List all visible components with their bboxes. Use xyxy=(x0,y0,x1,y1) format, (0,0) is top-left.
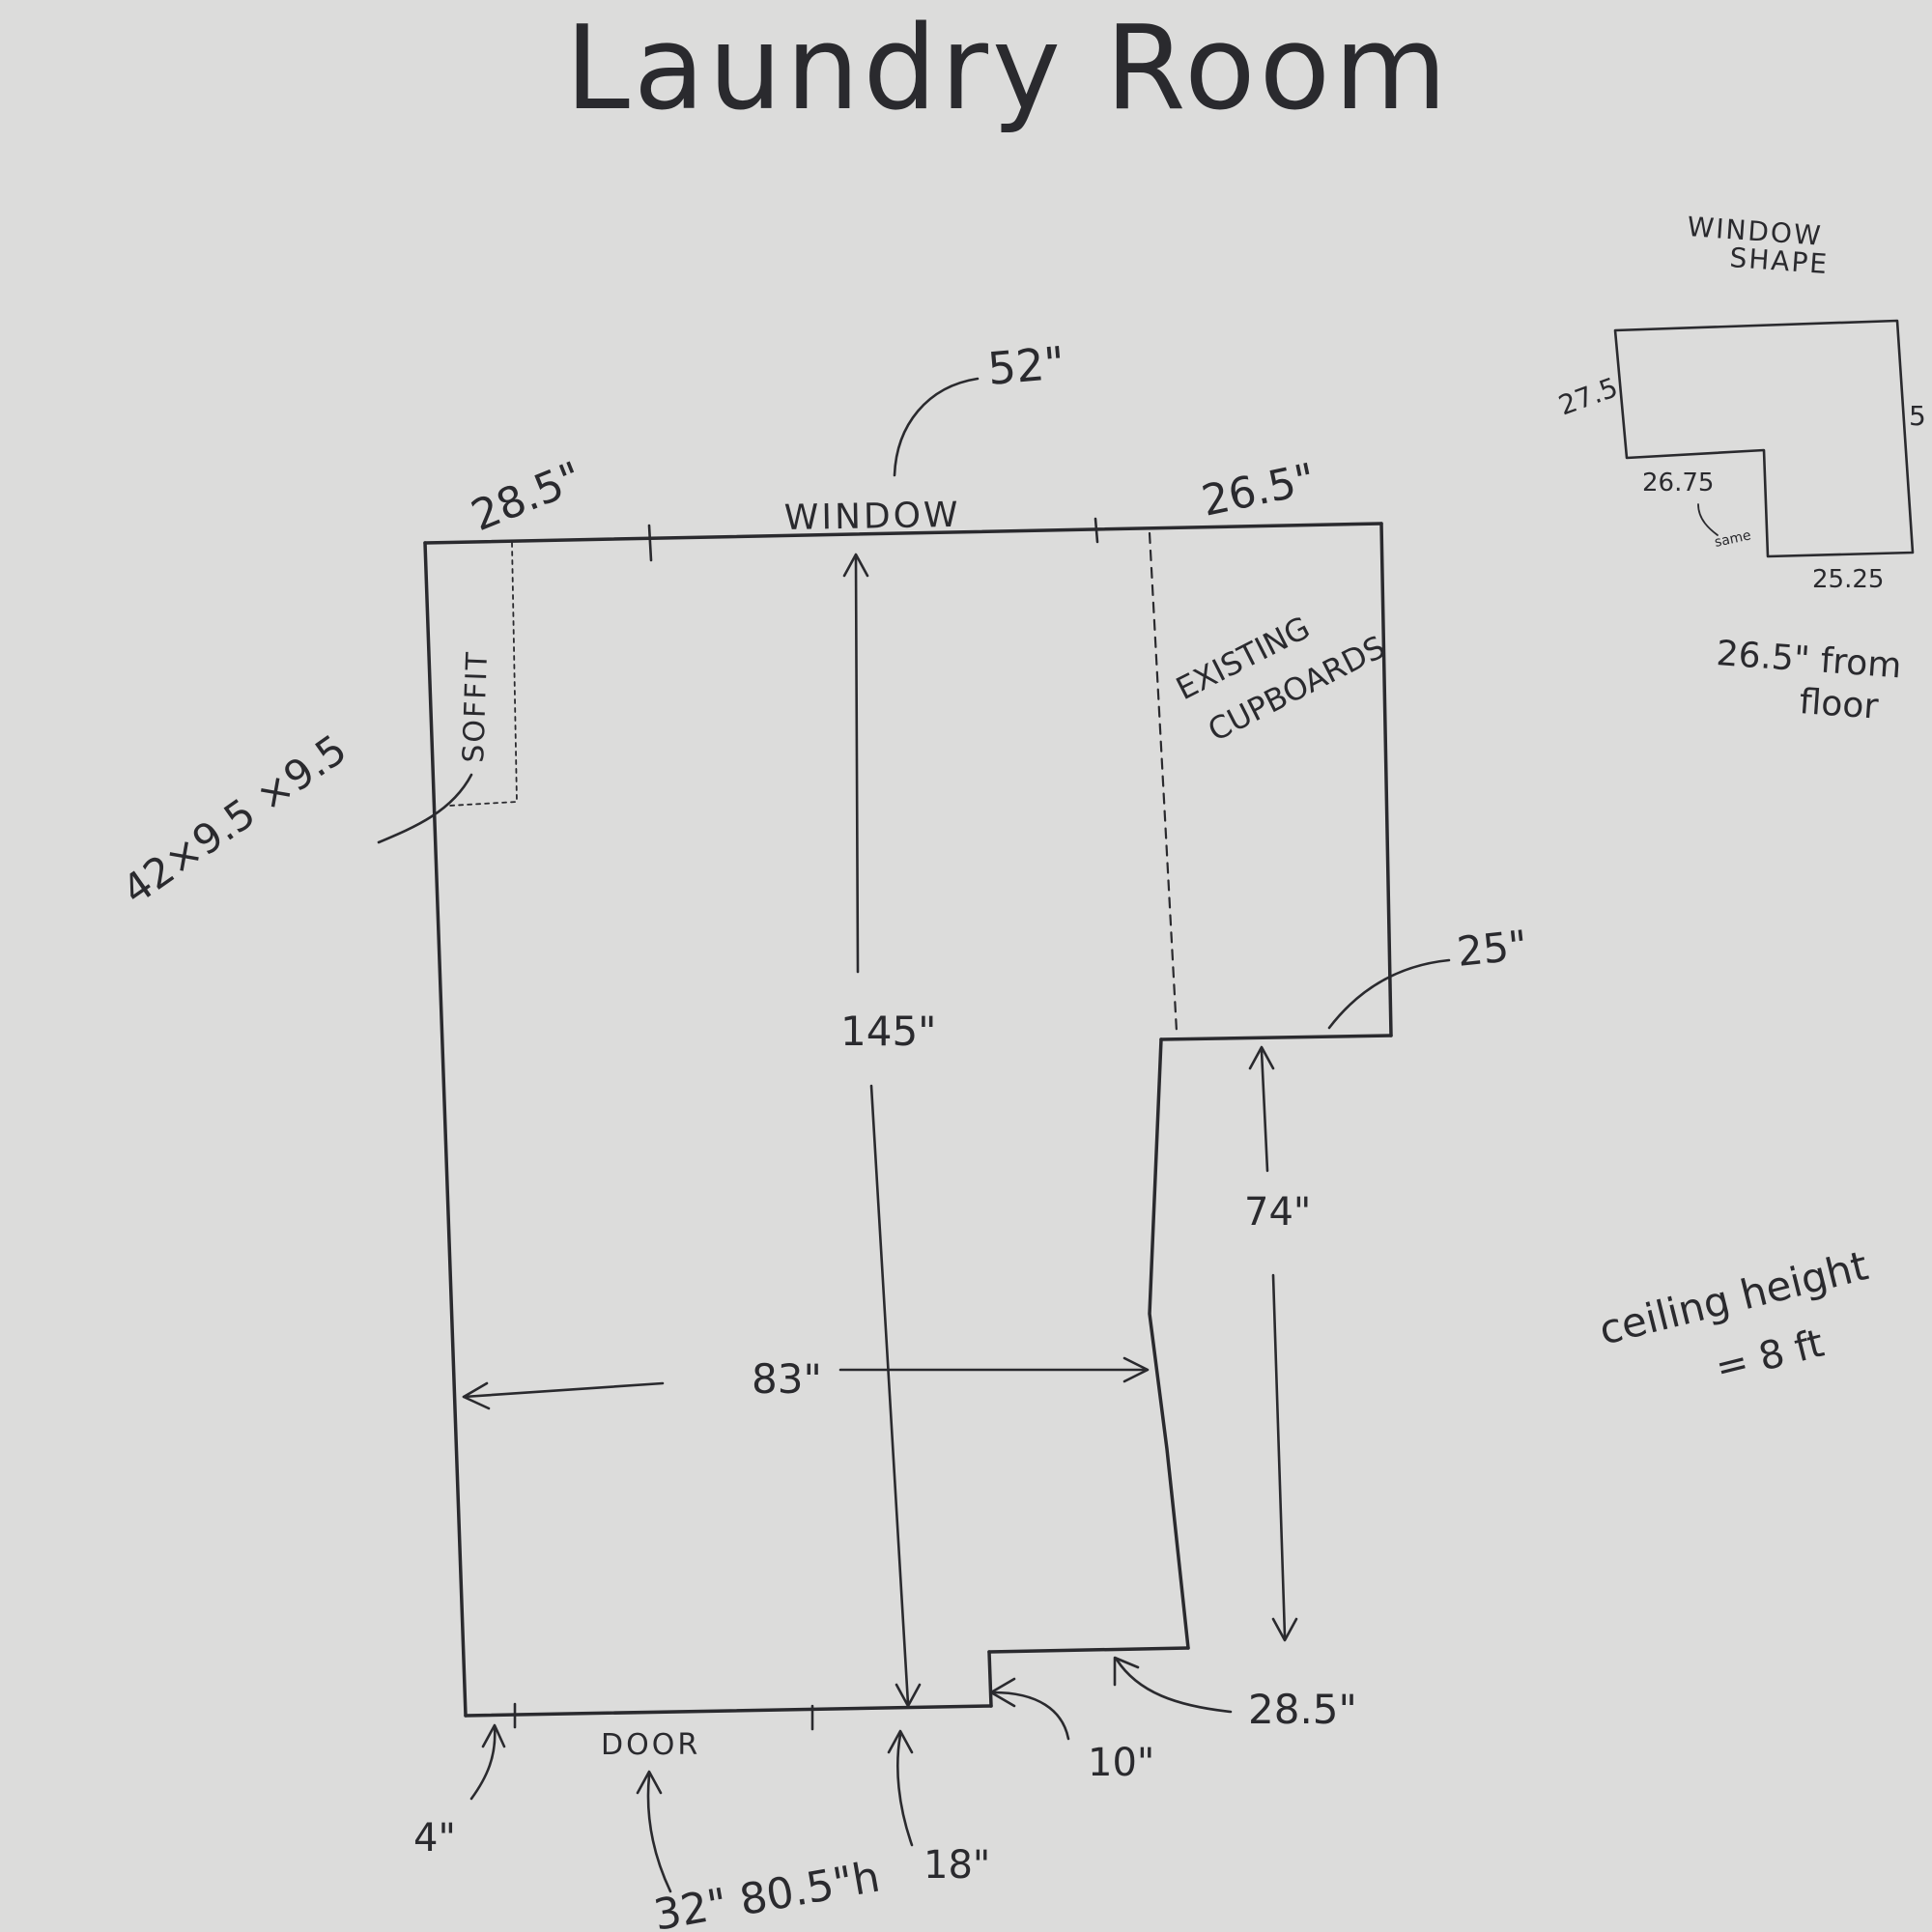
step-top-leader xyxy=(1327,958,1451,1030)
door-size-leader xyxy=(646,1774,672,1893)
cupboard-boundary-line xyxy=(1148,531,1179,1034)
dim-window-right: 26.5" xyxy=(1198,454,1320,526)
window-shape-outline xyxy=(1613,319,1915,558)
step-height-arrowhead-down xyxy=(1271,1617,1298,1642)
dim-width: 83" xyxy=(752,1355,822,1403)
dim-soffit-size: 42×9.5 ×9.5 xyxy=(114,725,355,914)
width-arrow-left xyxy=(462,1381,665,1399)
window-shape-left-side: 27.5 xyxy=(1554,371,1622,421)
step-height-arrow-upper xyxy=(1260,1049,1269,1173)
dim-door-size: 32" 80.5"h xyxy=(650,1853,884,1932)
window-shape-sketch: WINDOW SHAPE 27.5 5 26.75 same 25.25 26.… xyxy=(1554,211,1926,727)
soffit-outline xyxy=(448,542,518,807)
step-height-arrow-lower xyxy=(1271,1273,1287,1638)
door-label: DOOR xyxy=(601,1728,700,1762)
door-left-arrowhead xyxy=(481,1723,506,1748)
soffit-label: SOFFIT xyxy=(457,650,495,763)
bottom-wall xyxy=(464,1704,993,1718)
dim-jog: 10" xyxy=(1088,1741,1154,1785)
door-right-leader xyxy=(896,1733,914,1847)
left-wall xyxy=(423,541,468,1718)
window-width-leader xyxy=(893,377,980,477)
dim-door-right: 18" xyxy=(923,1843,990,1888)
step-bottom-wall xyxy=(987,1646,1190,1654)
window-shape-heading-line2: SHAPE xyxy=(1729,242,1831,280)
window-shape-note-leader xyxy=(1697,503,1719,536)
step-bottom-arrowhead xyxy=(1113,1656,1140,1687)
jog-arrowhead xyxy=(989,1677,1016,1708)
step-height-arrowhead-up xyxy=(1248,1045,1275,1070)
window-shape-inner-bottom: 26.75 xyxy=(1642,469,1714,497)
door-size-arrowhead xyxy=(636,1770,663,1795)
length-arrowhead-down xyxy=(895,1683,922,1708)
window-right-tick xyxy=(1094,517,1099,544)
step-side-wall xyxy=(1148,1037,1190,1650)
window-shape-from-floor-line2: floor xyxy=(1798,682,1879,727)
right-wall-upper xyxy=(1379,522,1393,1037)
jog-leader xyxy=(991,1690,1070,1741)
width-arrowhead-left xyxy=(462,1381,491,1410)
dim-length: 145" xyxy=(840,1008,936,1055)
dim-window-width: 52" xyxy=(985,336,1066,395)
window-shape-from-floor-line1: 26.5" from xyxy=(1715,634,1902,686)
ceiling-height-line1: ceiling height xyxy=(1595,1241,1873,1353)
dim-window-left: 28.5" xyxy=(465,453,589,542)
door-left-leader xyxy=(469,1725,497,1801)
width-arrowhead-right xyxy=(1122,1356,1150,1383)
ceiling-height-line2: = 8 ft xyxy=(1711,1321,1828,1391)
step-bottom-leader xyxy=(1115,1658,1233,1714)
page-title: Laundry Room xyxy=(565,2,1451,136)
window-label: WINDOW xyxy=(783,496,960,538)
top-wall xyxy=(423,522,1383,545)
room-outline xyxy=(423,517,1393,1731)
window-left-tick xyxy=(647,524,653,562)
step-top-wall xyxy=(1159,1034,1393,1041)
dim-step-top: 25" xyxy=(1455,922,1529,976)
window-shape-note: same xyxy=(1714,527,1753,551)
dim-door-left: 4" xyxy=(413,1816,456,1861)
dim-step-height: 74" xyxy=(1244,1190,1311,1235)
length-arrow-lower xyxy=(869,1084,910,1706)
soffit-leader xyxy=(377,773,473,844)
window-shape-top-right: 5 xyxy=(1909,400,1926,432)
door-right-arrowhead xyxy=(887,1729,914,1754)
jog-wall xyxy=(987,1650,993,1708)
length-arrow-upper xyxy=(854,556,860,974)
length-arrowhead-up xyxy=(842,553,869,578)
dim-step-bottom: 28.5" xyxy=(1248,1686,1357,1733)
window-shape-bottom: 25.25 xyxy=(1812,565,1884,594)
